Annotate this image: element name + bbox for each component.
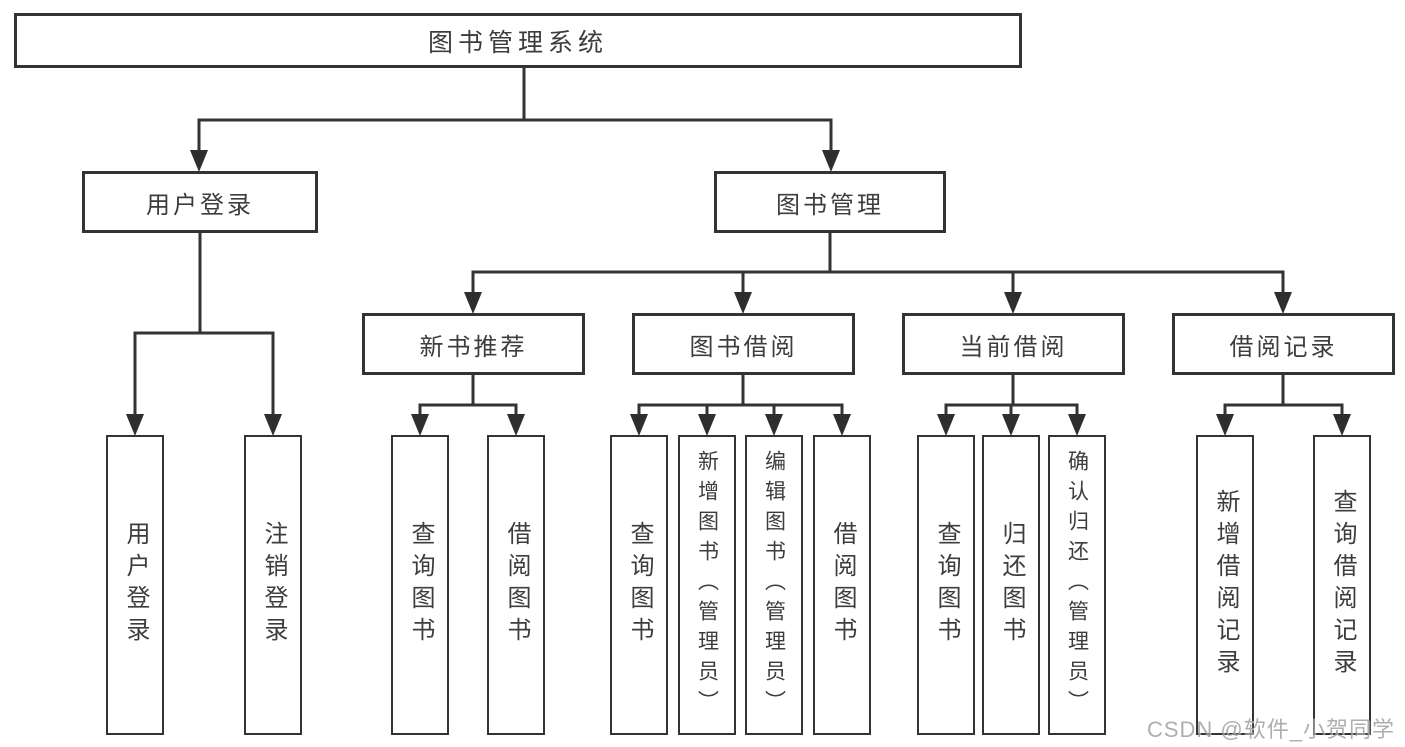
node-system-root: 图书管理系统 <box>14 13 1022 68</box>
node-book-management-label: 图书管理 <box>776 191 884 219</box>
leaf-logout-login-label: 注销登录 <box>260 521 287 649</box>
connector-lines <box>133 68 1344 416</box>
leaf-user-login-label: 用户登录 <box>122 521 149 649</box>
leaf-edit-books-admin: 编辑图书（管理员） <box>745 435 803 735</box>
node-book-borrow: 图书借阅 <box>632 313 855 375</box>
leaf-return-books: 归还图书 <box>982 435 1040 735</box>
leaf-query-books-borrow: 查询图书 <box>610 435 668 735</box>
leaf-add-borrow-record: 新增借阅记录 <box>1196 435 1254 735</box>
leaf-borrow-books: 借阅图书 <box>813 435 871 735</box>
leaf-query-books-current: 查询图书 <box>917 435 975 735</box>
leaf-edit-books-admin-label: 编辑图书（管理员） <box>762 450 786 720</box>
leaf-borrow-books-label: 借阅图书 <box>829 521 856 649</box>
node-current-borrow-label: 当前借阅 <box>959 333 1068 361</box>
leaf-return-books-label: 归还图书 <box>998 521 1025 649</box>
node-book-borrow-label: 图书借阅 <box>689 333 798 361</box>
leaf-confirm-return-admin: 确认归还（管理员） <box>1048 435 1106 735</box>
node-borrow-records: 借阅记录 <box>1172 313 1395 375</box>
leaf-query-books-recommend-label: 查询图书 <box>407 521 434 649</box>
leaf-borrow-books-recommend-label: 借阅图书 <box>503 521 530 649</box>
node-new-book-recommend-label: 新书推荐 <box>419 333 528 361</box>
leaf-query-borrow-record-label: 查询借阅记录 <box>1329 489 1356 681</box>
node-borrow-records-label: 借阅记录 <box>1229 333 1338 361</box>
leaf-user-login: 用户登录 <box>106 435 164 735</box>
leaf-query-borrow-record: 查询借阅记录 <box>1313 435 1371 735</box>
node-current-borrow: 当前借阅 <box>902 313 1125 375</box>
node-user-login-label: 用户登录 <box>146 191 254 219</box>
leaf-borrow-books-recommend: 借阅图书 <box>487 435 545 735</box>
node-system-root-label: 图书管理系统 <box>427 28 608 57</box>
leaf-add-books-admin: 新增图书（管理员） <box>678 435 736 735</box>
leaf-query-books-current-label: 查询图书 <box>933 521 960 649</box>
node-book-management: 图书管理 <box>714 171 946 233</box>
node-user-login: 用户登录 <box>82 171 318 233</box>
leaf-query-books-borrow-label: 查询图书 <box>626 521 653 649</box>
node-new-book-recommend: 新书推荐 <box>362 313 585 375</box>
csdn-watermark: CSDN @软件_小贺同学 <box>1146 717 1395 742</box>
arrowhead-icons <box>126 150 1351 436</box>
leaf-logout-login: 注销登录 <box>244 435 302 735</box>
leaf-confirm-return-admin-label: 确认归还（管理员） <box>1065 450 1089 720</box>
leaf-add-borrow-record-label: 新增借阅记录 <box>1212 489 1239 681</box>
leaf-query-books-recommend: 查询图书 <box>391 435 449 735</box>
leaf-add-books-admin-label: 新增图书（管理员） <box>695 450 719 720</box>
